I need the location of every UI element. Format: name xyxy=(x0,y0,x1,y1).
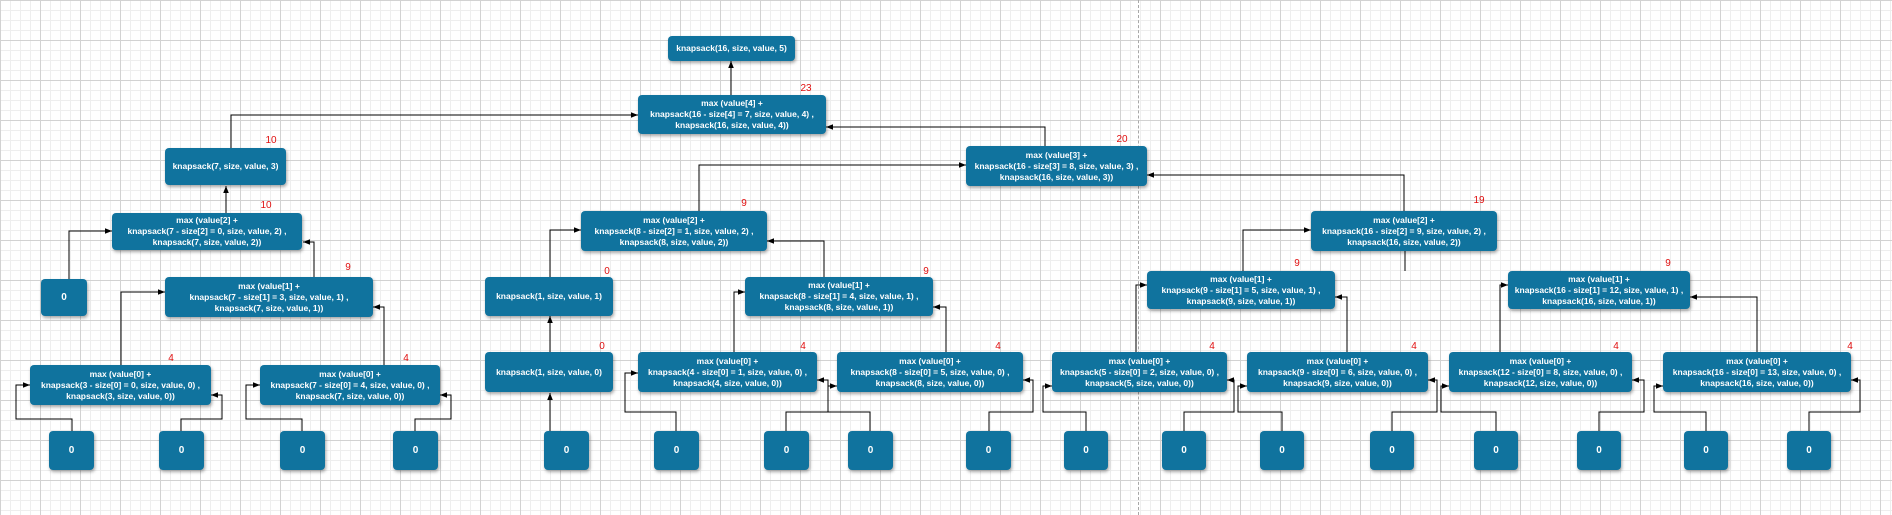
edge xyxy=(230,112,638,148)
edge xyxy=(1183,377,1235,431)
node-zero[interactable]: 0 xyxy=(393,431,438,470)
edge xyxy=(1391,377,1438,431)
edge xyxy=(245,382,303,431)
node-zero[interactable]: 0 xyxy=(1162,431,1206,470)
node-max-value4[interactable]: max (value[4] + knapsack(16 - size[4] = … xyxy=(638,95,826,134)
result-label: 9 xyxy=(923,266,929,277)
result-label: 4 xyxy=(995,341,1001,352)
edge xyxy=(988,377,1034,431)
node-max-value2-c[interactable]: max (value[2] + knapsack(16 - size[2] = … xyxy=(1311,211,1497,251)
edge xyxy=(1042,383,1087,431)
node-knapsack-7-3[interactable]: knapsack(7, size, value, 3) xyxy=(165,148,286,185)
node-zero[interactable]: 0 xyxy=(966,431,1011,470)
node-max-value1-b[interactable]: max (value[1] + knapsack(8 - size[1] = 4… xyxy=(745,277,933,316)
edge xyxy=(1690,294,1758,352)
result-label: 0 xyxy=(604,266,610,277)
result-label: 20 xyxy=(1116,134,1128,145)
node-knapsack-1-1[interactable]: knapsack(1, size, value, 1) xyxy=(485,277,613,316)
node-zero[interactable]: 0 xyxy=(280,431,325,470)
result-label: 4 xyxy=(800,341,806,352)
edge xyxy=(1237,383,1283,431)
edge xyxy=(733,289,745,352)
result-label: 4 xyxy=(403,353,409,364)
result-label: 23 xyxy=(800,83,812,94)
node-zero[interactable]: 0 xyxy=(49,431,94,470)
edge xyxy=(1653,383,1707,431)
node-zero[interactable]: 0 xyxy=(1260,431,1304,470)
node-zero[interactable]: 0 xyxy=(1684,431,1728,470)
result-label: 4 xyxy=(1209,341,1215,352)
result-label: 0 xyxy=(599,341,605,352)
result-label: 4 xyxy=(168,353,174,364)
node-zero[interactable]: 0 xyxy=(764,431,809,470)
node-max-value0-e[interactable]: max (value[0] + knapsack(5 - size[0] = 2… xyxy=(1052,352,1227,392)
edge xyxy=(180,392,223,431)
edge xyxy=(1808,377,1861,431)
result-label: 10 xyxy=(265,135,277,146)
node-max-value0-c[interactable]: max (value[0] + knapsack(4 - size[0] = 1… xyxy=(638,352,817,392)
node-zero[interactable]: 0 xyxy=(1474,431,1518,470)
result-label: 9 xyxy=(345,262,351,273)
edge xyxy=(767,238,825,277)
node-zero[interactable]: 0 xyxy=(654,431,699,470)
node-max-value0-b[interactable]: max (value[0] + knapsack(7 - size[0] = 4… xyxy=(260,365,440,405)
node-max-value2-b[interactable]: max (value[2] + knapsack(8 - size[2] = 1… xyxy=(581,211,767,251)
node-knapsack-root[interactable]: knapsack(16, size, value, 5) xyxy=(668,36,795,61)
node-zero[interactable]: 0 xyxy=(848,431,893,470)
result-label: 19 xyxy=(1473,195,1485,206)
node-max-value2-a[interactable]: max (value[2] + knapsack(7 - size[2] = 0… xyxy=(112,213,302,250)
result-label: 9 xyxy=(1294,258,1300,269)
result-label: 4 xyxy=(1411,341,1417,352)
edge xyxy=(549,227,581,277)
node-zero[interactable]: 0 xyxy=(544,431,589,470)
edge xyxy=(1242,227,1311,271)
edge xyxy=(698,162,966,211)
result-label: 9 xyxy=(741,198,747,209)
result-label: 4 xyxy=(1847,341,1853,352)
edge xyxy=(1147,172,1405,211)
node-zero[interactable]: 0 xyxy=(1064,431,1108,470)
edge xyxy=(1440,383,1497,431)
node-max-value0-h[interactable]: max (value[0] + knapsack(16 - size[0] = … xyxy=(1663,352,1851,392)
result-label: 4 xyxy=(1613,341,1619,352)
node-max-value0-a[interactable]: max (value[0] + knapsack(3 - size[0] = 0… xyxy=(30,365,211,405)
node-zero[interactable]: 0 xyxy=(41,279,87,316)
edge xyxy=(1598,377,1645,431)
result-label: 10 xyxy=(260,200,272,211)
edge xyxy=(933,304,947,352)
edge xyxy=(1499,282,1508,352)
node-max-value1-d[interactable]: max (value[1] + knapsack(16 - size[1] = … xyxy=(1508,271,1690,309)
node-max-value1-a[interactable]: max (value[1] + knapsack(7 - size[1] = 3… xyxy=(165,277,373,317)
edge xyxy=(827,383,871,431)
edge xyxy=(15,382,73,431)
edge xyxy=(414,392,452,431)
node-max-value0-g[interactable]: max (value[0] + knapsack(12 - size[0] = … xyxy=(1449,352,1632,392)
edge xyxy=(68,228,112,279)
node-zero[interactable]: 0 xyxy=(1787,431,1831,470)
edge xyxy=(120,289,165,365)
edge xyxy=(373,304,385,365)
node-max-value1-c[interactable]: max (value[1] + knapsack(9 - size[1] = 5… xyxy=(1147,271,1335,309)
node-max-value0-d[interactable]: max (value[0] + knapsack(8 - size[0] = 5… xyxy=(837,352,1023,392)
node-zero[interactable]: 0 xyxy=(1370,431,1414,470)
edge xyxy=(1335,294,1348,352)
node-knapsack-1-0[interactable]: knapsack(1, size, value, 0) xyxy=(485,352,613,392)
edge xyxy=(1135,282,1147,352)
node-zero[interactable]: 0 xyxy=(159,431,204,470)
edge xyxy=(826,124,1046,146)
edge xyxy=(303,239,315,277)
node-max-value0-f[interactable]: max (value[0] + knapsack(9 - size[0] = 6… xyxy=(1247,352,1428,392)
result-label: 9 xyxy=(1665,258,1671,269)
node-max-value3[interactable]: max (value[3] + knapsack(16 - size[3] = … xyxy=(966,146,1147,186)
edge xyxy=(624,370,677,431)
node-zero[interactable]: 0 xyxy=(1577,431,1621,470)
page-divider xyxy=(1138,0,1139,515)
